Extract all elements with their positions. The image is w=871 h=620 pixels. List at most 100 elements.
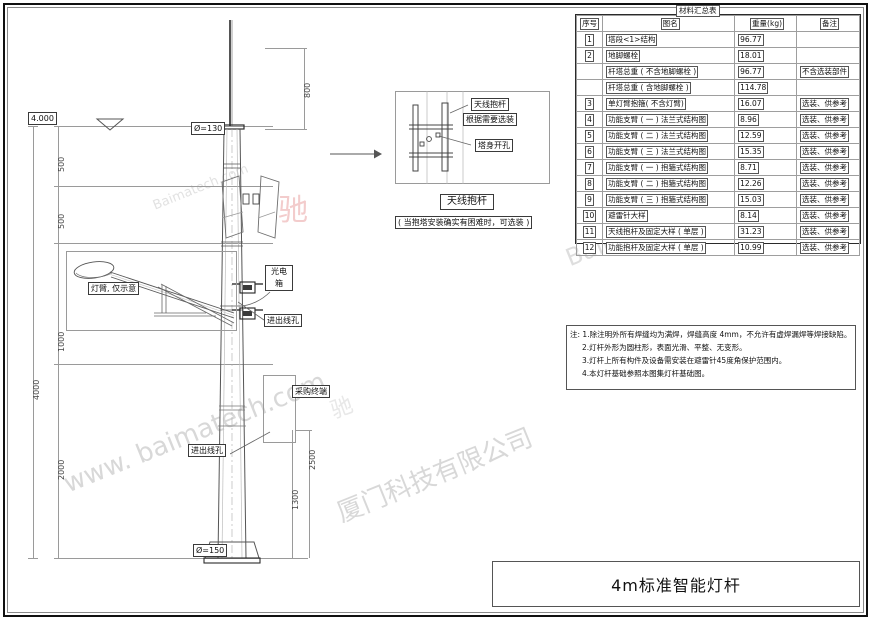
- cell-weight: 8.71: [734, 159, 797, 176]
- cell-weight: 31.23: [734, 223, 797, 240]
- table-header-row: 序号 图名 重量(kg) 备注: [575, 15, 861, 32]
- dim-line-1300: [292, 430, 293, 558]
- antenna-pole-label: 天线抱杆: [471, 98, 509, 111]
- ext-line-top: [58, 126, 273, 127]
- cell-weight: 114.78: [734, 79, 797, 96]
- antenna-optional-label: 根据需要选装: [463, 113, 517, 126]
- cell-name: 杆塔总重 ( 含地脚螺栓 ): [602, 79, 736, 96]
- cell-no: [575, 79, 604, 96]
- col-header-no: 序号: [575, 15, 604, 32]
- antenna-panels-graphic: [221, 175, 280, 239]
- cell-name: 功能支臂 ( 三 ) 抱箍式结构图: [602, 191, 736, 208]
- cell-remark: 选装、供参考: [795, 239, 861, 256]
- cell-remark: 选装、供参考: [795, 111, 861, 128]
- col-header-name: 图名: [602, 15, 736, 32]
- cell-no: 4: [575, 111, 604, 128]
- dim-label-4000: 4000: [32, 379, 41, 400]
- col-header-remark: 备注: [795, 15, 861, 32]
- antenna-detail-frame: [395, 91, 550, 184]
- cell-no: 9: [575, 191, 604, 208]
- cell-weight: 12.26: [734, 175, 797, 192]
- cell-weight: 15.03: [734, 191, 797, 208]
- note-line-4: 4.本灯杆基础参照本图集灯杆基础图。: [570, 367, 852, 380]
- ext-line-3: [58, 243, 273, 244]
- antenna-bracket-detail: 天线抱杆 根据需要选装 塔身开孔: [395, 91, 550, 184]
- title-block: 4m标准智能灯杆: [492, 561, 860, 607]
- dim-tick-4000-top: [28, 126, 38, 127]
- dim-label-500-b: 500: [57, 213, 66, 229]
- ext-line-base: [58, 558, 308, 559]
- cell-name: 功能支臂 ( 三 ) 法兰式结构图: [602, 143, 736, 160]
- cell-name: 功能支臂 ( 二 ) 抱箍式结构图: [602, 175, 736, 192]
- notes-block: 注: 1.除注明外所有焊缝均为满焊，焊缝高度 4mm，不允许有虚焊漏焊等焊接缺陷…: [566, 325, 856, 390]
- cell-weight: 16.07: [734, 95, 797, 112]
- material-table-head: 序号 图名 重量(kg) 备注: [575, 15, 861, 32]
- dim-line-4000: [33, 126, 34, 558]
- leader-wire-hole-upper: [238, 301, 265, 321]
- cell-no: 6: [575, 143, 604, 160]
- cell-name: 功能支臂 ( 一 ) 法兰式结构图: [602, 111, 736, 128]
- cell-weight: 96.77: [734, 63, 797, 80]
- cell-name: 功能支臂 ( 一 ) 抱箍式结构图: [602, 159, 736, 176]
- acquisition-terminal-box: [263, 375, 296, 443]
- detail-arrow-icon: [330, 149, 382, 159]
- lamp-arm-detail: 灯臂, 仅示意: [66, 251, 237, 331]
- cell-no: [575, 63, 604, 80]
- drawing-title: 4m标准智能灯杆: [611, 576, 741, 595]
- dim-label-1000: 1000: [57, 331, 66, 352]
- cell-remark: 不含选装部件: [795, 63, 861, 80]
- table-row: 杆塔总重 ( 含地脚螺栓 )114.78: [575, 79, 861, 96]
- cell-no: 2: [575, 47, 604, 64]
- dim-line-2500: [309, 430, 310, 558]
- dim-label-2500: 2500: [308, 449, 317, 470]
- ext-line-4: [58, 364, 273, 365]
- note-line-1: 注: 1.除注明外所有焊缝均为满焊，焊缝高度 4mm，不允许有虚焊漏焊等焊接缺陷…: [570, 328, 852, 341]
- note-text-4: 4.本灯杆基础参照本图集灯杆基础图。: [582, 369, 710, 378]
- cell-name: 功能抱杆及固定大样 ( 单层 ): [602, 239, 736, 256]
- wire-hole-lower-label: 进出线孔: [188, 444, 226, 457]
- cell-weight: 18.01: [734, 47, 797, 64]
- cell-remark: 选装、供参考: [795, 191, 861, 208]
- note-text-3: 3.灯杆上所有构件及设备需安装在避雷针45度角保护范围内。: [582, 356, 787, 365]
- cell-remark: 选装、供参考: [795, 223, 861, 240]
- cell-no: 5: [575, 127, 604, 144]
- cell-remark: [795, 47, 861, 64]
- dim-line-800: [304, 48, 305, 129]
- antenna-detail-caption: 天线抱杆: [440, 194, 494, 210]
- note-line-3: 3.灯杆上所有构件及设备需安装在避雷针45度角保护范围内。: [570, 354, 852, 367]
- antenna-bracket-graphic: [409, 91, 472, 184]
- cell-weight: 8.96: [734, 111, 797, 128]
- cell-no: 7: [575, 159, 604, 176]
- cell-remark: [795, 31, 861, 48]
- cell-weight: 96.77: [734, 31, 797, 48]
- acquisition-terminal-label: 采购终端: [292, 385, 330, 398]
- col-header-weight: 重量(kg): [734, 15, 797, 32]
- antenna-detail-caption-note: ( 当抱塔安装确实有困难时，可选装 ): [395, 216, 533, 229]
- cell-remark: 选装、供参考: [795, 175, 861, 192]
- cell-remark: 选装、供参考: [795, 143, 861, 160]
- cell-no: 10: [575, 207, 604, 224]
- notes-prefix: 注:: [570, 330, 581, 339]
- dim-tick-2500-top: [296, 430, 312, 431]
- cell-remark: 选装、供参考: [795, 159, 861, 176]
- cell-no: 12: [575, 239, 604, 256]
- wire-hole-upper-label: 进出线孔: [264, 314, 302, 327]
- diameter-top-label: Ø=130: [191, 122, 226, 135]
- cell-name: 天线抱杆及固定大样 ( 单层 ): [602, 223, 736, 240]
- cell-remark: [795, 79, 861, 96]
- tower-hole-label: 塔身开孔: [475, 139, 513, 152]
- dim-ext-800-bottom: [265, 129, 307, 130]
- note-text-2: 2.灯杆外形为圆柱形，表面光滑、平整、无变形。: [582, 343, 747, 352]
- note-text-1: 1.除注明外所有焊缝均为满焊，焊缝高度 4mm，不允许有虚焊漏焊等焊接缺陷。: [582, 330, 852, 339]
- lamp-arm-note-label: 灯臂, 仅示意: [88, 282, 140, 295]
- sheet-border-inner: [7, 7, 864, 613]
